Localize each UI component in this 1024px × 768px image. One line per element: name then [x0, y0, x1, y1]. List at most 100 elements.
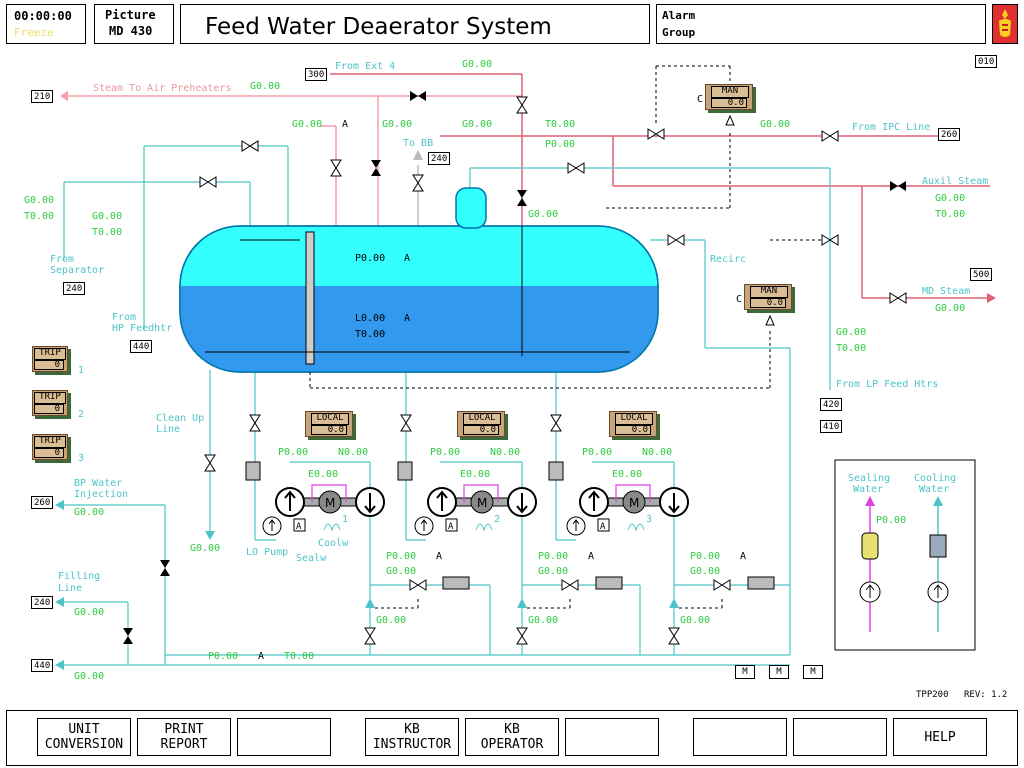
pump-2-number: 2 — [494, 514, 501, 525]
kb-instructor-line2: INSTRUCTOR — [372, 737, 452, 752]
page-ref-210[interactable]: 210 — [31, 90, 54, 103]
pump-1-number: 1 — [342, 514, 349, 525]
pump-1-disch-pressure: P0.00 — [386, 551, 417, 562]
trip1-num: 1 — [78, 365, 85, 376]
man1-value: 0.0 — [711, 98, 747, 108]
page-ref-500[interactable]: 500 — [970, 268, 993, 281]
page-ref-440-hp[interactable]: 440 — [130, 340, 153, 353]
local-controller-3[interactable]: LOCAL 0.0 — [609, 411, 657, 437]
print-report-button[interactable]: PRINT REPORT — [137, 718, 231, 756]
local-controller-2[interactable]: LOCAL 0.0 — [457, 411, 505, 437]
trip-indicator-1[interactable]: TRIP 0 — [32, 346, 68, 372]
blank-button-7[interactable] — [693, 718, 787, 756]
pump-3-disch-pressure: P0.00 — [690, 551, 721, 562]
pump-1-power: E0.00 — [308, 469, 339, 480]
from-separator-label-1: From — [50, 254, 75, 265]
man-controller-ipc[interactable]: MAN 0.0 — [705, 84, 753, 110]
svg-text:M: M — [325, 496, 335, 510]
pump-1-disch-auto[interactable]: A — [436, 551, 443, 562]
local2-value: 0.0 — [463, 425, 499, 435]
lo-pump-label: LO Pump — [246, 547, 289, 558]
unit-conversion-line2: CONVERSION — [44, 737, 124, 752]
trip-indicator-3[interactable]: TRIP 0 — [32, 434, 68, 460]
page-ref-300[interactable]: 300 — [305, 68, 328, 81]
bottom-auto[interactable]: A — [258, 651, 265, 662]
pump-3-speed: N0.00 — [642, 447, 673, 458]
sep2-temp: T0.00 — [92, 227, 123, 238]
print-report-line1: PRINT — [164, 722, 204, 737]
local-controller-1[interactable]: LOCAL 0.0 — [305, 411, 353, 437]
pump-2-pressure: P0.00 — [430, 447, 461, 458]
kb-operator-button[interactable]: KB OPERATOR — [465, 718, 559, 756]
pump-2-disch-flow: G0.00 — [538, 566, 569, 577]
tank-level: L0.00 — [355, 313, 386, 324]
sep1-flow: G0.00 — [24, 195, 55, 206]
ipc-flow: G0.00 — [760, 119, 791, 130]
lp-temp: T0.00 — [836, 343, 867, 354]
valve1-auto[interactable]: A — [342, 119, 349, 130]
blank-button-8[interactable] — [793, 718, 887, 756]
print-report-line2: REPORT — [160, 737, 208, 752]
man2-mode: MAN — [750, 286, 788, 298]
pump-motor-3[interactable] — [622, 490, 646, 514]
svg-text:A: A — [296, 522, 302, 532]
pump-3-disch-auto[interactable]: A — [740, 551, 747, 562]
below-valve-flow: G0.00 — [528, 209, 559, 220]
pump-3-disch-flow: G0.00 — [690, 566, 721, 577]
md-steam-label: MD Steam — [922, 286, 971, 297]
cooling-water-label-1: Cooling — [914, 473, 957, 484]
kb-instructor-button[interactable]: KB INSTRUCTOR — [365, 718, 459, 756]
tank-temp: T0.00 — [355, 329, 386, 340]
alarm-group-box[interactable]: Alarm Group — [656, 4, 986, 44]
m-button-3[interactable]: M — [803, 665, 823, 679]
help-label: HELP — [924, 729, 956, 745]
pump-1-pressure: P0.00 — [278, 447, 309, 458]
unit-conversion-button[interactable]: UNIT CONVERSION — [37, 718, 131, 756]
blank-button-3[interactable] — [237, 718, 331, 756]
from-lp-label: From LP Feed Htrs — [836, 379, 939, 390]
filling-label-2: Line — [58, 583, 83, 594]
freeze-status: Freeze — [14, 26, 54, 39]
page-ref-440-bottom[interactable]: 440 — [31, 659, 54, 672]
m-button-2[interactable]: M — [769, 665, 789, 679]
man2-value: 0.0 — [750, 298, 786, 308]
page-ref-260-ipc[interactable]: 260 — [938, 128, 961, 141]
from-ipc-label: From IPC Line — [852, 122, 931, 133]
title-box: Feed Water Deaerator System — [180, 4, 650, 44]
page-ref-240-bb[interactable]: 240 — [428, 152, 451, 165]
tank-pressure: P0.00 — [355, 253, 386, 264]
pump-motor-2[interactable] — [470, 490, 494, 514]
pump-1-speed: N0.00 — [338, 447, 369, 458]
man-controller-recirc[interactable]: MAN 0.0 — [744, 284, 792, 310]
man2-c: C — [736, 294, 743, 305]
pump-3-number: 3 — [646, 514, 653, 525]
pump-1-recirc-flow: G0.00 — [376, 615, 407, 626]
page-ref-410[interactable]: 410 — [820, 420, 843, 433]
page-ref-420[interactable]: 420 — [820, 398, 843, 411]
pump-motor-1[interactable] — [318, 490, 342, 514]
clean-up-label-1: Clean Up — [156, 413, 205, 424]
page-ref-240-sep[interactable]: 240 — [63, 282, 86, 295]
tank-pressure-auto[interactable]: A — [404, 253, 411, 264]
pump-2-disch-auto[interactable]: A — [588, 551, 595, 562]
m-button-1[interactable]: M — [735, 665, 755, 679]
sealing-water-label-1: Sealing — [848, 473, 891, 484]
picture-box[interactable]: Picture MD 430 — [94, 4, 174, 44]
page-ref-010[interactable]: 010 — [975, 55, 998, 68]
pump-2-power: E0.00 — [460, 469, 491, 480]
clock-box: 00:00:00 Freeze — [6, 4, 86, 44]
trip-indicator-2[interactable]: TRIP 0 — [32, 390, 68, 416]
clean-up-label-2: Line — [156, 424, 181, 435]
trip3-value: 0 — [34, 448, 64, 458]
page-ref-260-bp[interactable]: 260 — [31, 496, 54, 509]
kb-operator-line2: OPERATOR — [480, 737, 544, 752]
tank-level-auto[interactable]: A — [404, 313, 411, 324]
trip3-num: 3 — [78, 453, 85, 464]
page-ref-240-fill[interactable]: 240 — [31, 596, 54, 609]
sep2-flow: G0.00 — [92, 211, 123, 222]
svg-text:M: M — [629, 496, 639, 510]
blank-button-6[interactable] — [565, 718, 659, 756]
help-button[interactable]: HELP — [893, 718, 987, 756]
recirc-label: Recirc — [710, 254, 747, 265]
mid-temp: T0.00 — [545, 119, 576, 130]
